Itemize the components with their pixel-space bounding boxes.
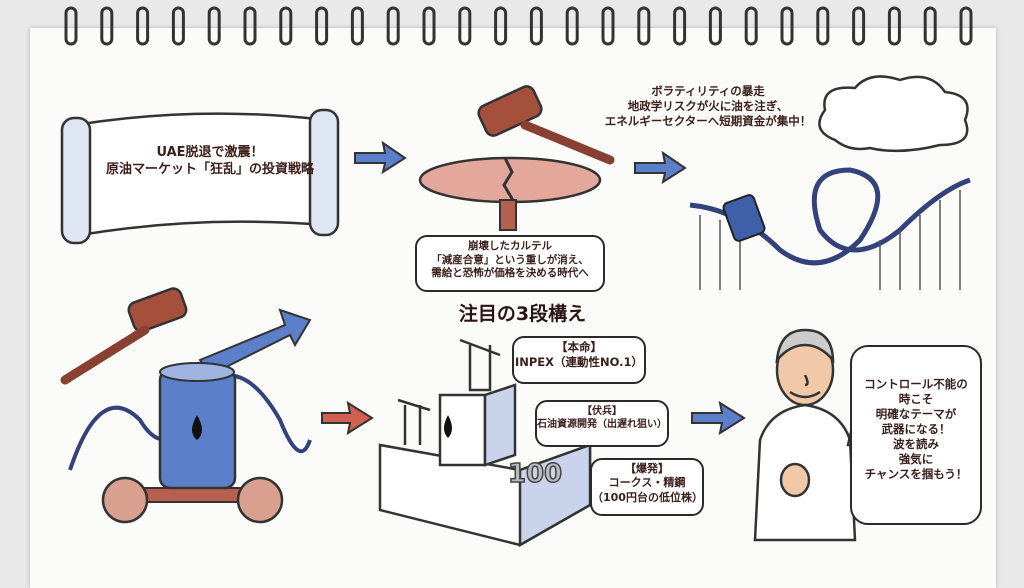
spiral-ring: [959, 6, 973, 46]
spiral-ring: [100, 6, 114, 46]
tier-bubble-main: 【本命】 INPEX（連動性NO.1）: [512, 336, 646, 384]
cartel-caption-box: 崩壊したカルテル 「減産合意」という重しが消え、 需給と恐怖が価格を決める時代へ: [415, 235, 605, 292]
spiral-ring: [422, 6, 436, 46]
advice-line: 武器になる！: [881, 421, 951, 436]
arrow-right-icon: [321, 400, 374, 436]
volatility-caption-line1: ボラティリティの暴走: [651, 84, 765, 98]
advice-line: チャンスを掴もう！: [864, 466, 968, 481]
spiral-ring: [923, 6, 937, 46]
arrow-right-icon: [691, 400, 746, 436]
spiral-ring: [744, 6, 758, 46]
podium-steps-icon: [378, 338, 592, 548]
advice-line: 波を読み: [893, 436, 939, 451]
spiral-ring: [64, 6, 78, 46]
spiral-ring: [315, 6, 329, 46]
advice-speech-bubble: コントロール不能の 時こそ 明確なテーマが 武器になる！ 波を読み 強気に チャ…: [850, 345, 982, 525]
spiral-ring: [708, 6, 722, 46]
spiral-ring: [279, 6, 293, 46]
tier-note: （100円台の低位株）: [592, 490, 703, 504]
scroll-icon: [60, 108, 340, 245]
cloud-icon: [818, 75, 969, 153]
spiral-ring: [136, 6, 150, 46]
spiral-ring: [494, 6, 508, 46]
tier-desc: コークス・精鋼: [608, 476, 686, 490]
advice-line: 明確なテーマが: [875, 406, 957, 421]
spiral-ring: [171, 6, 185, 46]
advice-line: 時こそ: [898, 391, 934, 406]
volatility-caption-line2: 地政学リスクが火に油を注ぎ、: [627, 98, 789, 113]
tier-label: 【爆発】: [625, 462, 669, 475]
tier-label: 【伏兵】: [582, 406, 622, 417]
spiral-ring: [386, 6, 400, 46]
tier-label: 【本命】: [556, 340, 602, 354]
spiral-ring: [816, 6, 830, 46]
spiral-ring: [350, 6, 364, 46]
spiral-ring: [852, 6, 866, 46]
spiral-ring: [887, 6, 901, 46]
advice-line: コントロール不能の: [864, 377, 968, 391]
volatility-caption: ボラティリティの暴走 地政学リスクが火に油を注ぎ、 エネルギーセクターへ短期資金…: [588, 84, 828, 129]
volatility-caption-line3: エネルギーセクターへ短期資金が集中！: [604, 113, 812, 128]
spiral-ring: [565, 6, 579, 46]
advice-line: 強気に: [898, 451, 934, 466]
spiral-binding: [64, 6, 973, 46]
spiral-ring: [780, 6, 794, 46]
spiral-ring: [637, 6, 651, 46]
roller-coaster-icon: [689, 167, 971, 290]
cartel-caption-line2: 「減産合意」という重しが消え、: [431, 253, 589, 266]
oil-barrel-cart-icon: [60, 287, 312, 524]
strategy-title: 注目の3段構え: [458, 303, 587, 325]
spiral-ring: [601, 6, 615, 46]
tier-bubble-dark-horse: 【伏兵】 石油資源開発（出遅れ狙い）: [535, 400, 669, 447]
cartel-caption-line3: 需給と恐怖が価格を決める時代へ: [431, 267, 589, 280]
coin-number-100: 100: [508, 459, 562, 489]
spiral-ring: [673, 6, 687, 46]
arrow-right-icon: [634, 150, 687, 185]
spiral-ring: [243, 6, 257, 46]
cartel-caption-line1: 崩壊したカルテル: [468, 240, 552, 252]
tier-desc: 石油資源開発（出遅れ狙い）: [537, 419, 667, 430]
tier-desc: INPEX（連動性NO.1）: [514, 354, 644, 369]
scroll-title-line2: 原油マーケット「狂乱」の投資戦略: [105, 161, 314, 177]
businessman-thumbs-up-icon: [753, 328, 862, 542]
tier-bubble-explosive: 【爆発】 コークス・精鋼 （100円台の低位株）: [590, 458, 704, 516]
scroll-title: UAE脱退で激震！ 原油マーケット「狂乱」の投資戦略: [95, 145, 325, 179]
spiral-ring: [529, 6, 543, 46]
arrow-right-icon: [354, 140, 407, 175]
scroll-title-line1: UAE脱退で激震！: [156, 145, 264, 160]
illustration-canvas: 100: [60, 75, 971, 548]
spiral-ring: [207, 6, 221, 46]
broken-table-gavel-icon: [418, 85, 615, 231]
spiral-ring: [458, 6, 472, 46]
